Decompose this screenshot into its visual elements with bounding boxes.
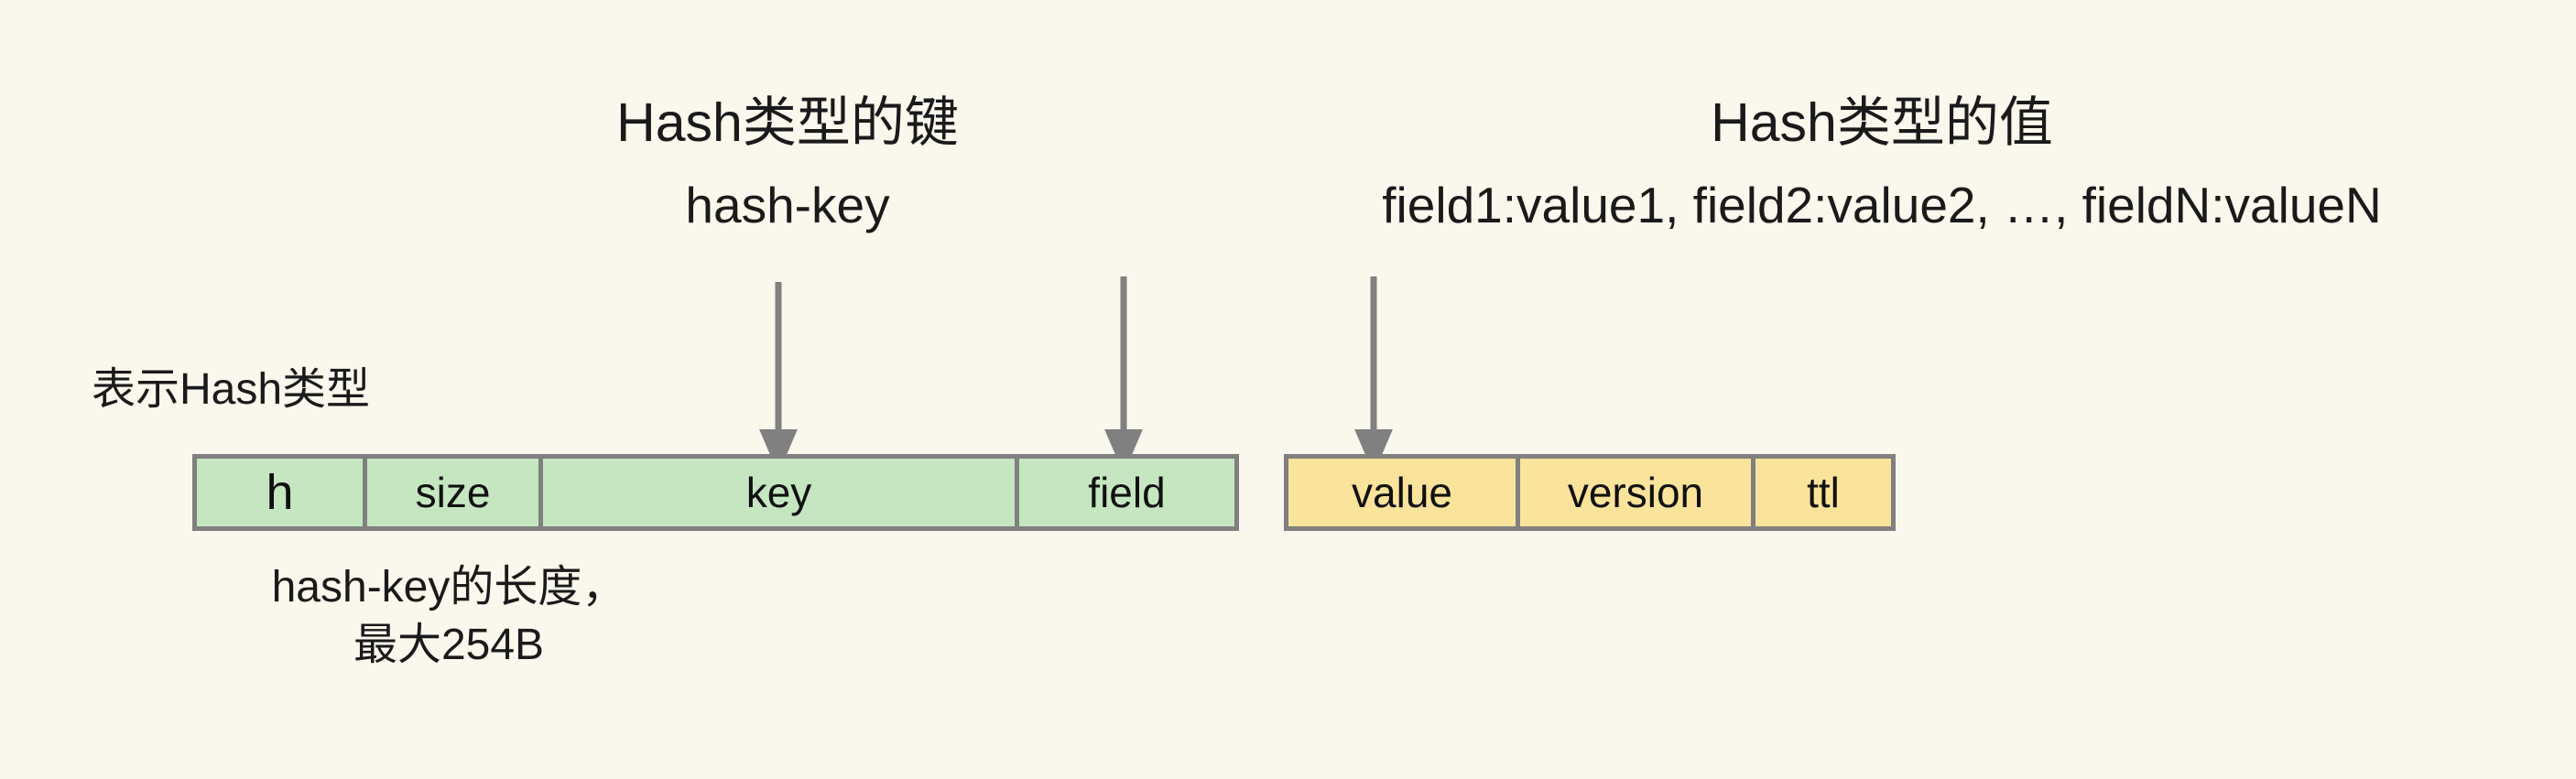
cell-size: size xyxy=(363,454,543,531)
cell-version: version xyxy=(1516,454,1755,531)
hash-value-record: value version ttl xyxy=(1284,454,1896,531)
hash-key-record: h size key field xyxy=(192,454,1239,531)
cell-ttl: ttl xyxy=(1751,454,1896,531)
cell-type-flag: h xyxy=(192,454,367,531)
size-note-line1: hash-key的长度， xyxy=(271,563,626,611)
key-example-label: hash-key xyxy=(685,177,890,233)
type-marker-label: 表示Hash类型 xyxy=(92,365,371,414)
cell-key: key xyxy=(538,454,1019,531)
cell-value: value xyxy=(1284,454,1520,531)
cell-field: field xyxy=(1015,454,1239,531)
value-example-label: field1:value1, field2:value2, …, fieldN:… xyxy=(1382,177,2382,233)
size-note: hash-key的长度， 最大254B xyxy=(211,558,687,675)
value-title-label: Hash类型的值 xyxy=(1711,92,2053,153)
size-note-line2: 最大254B xyxy=(353,621,545,670)
key-title-label: Hash类型的键 xyxy=(616,92,959,153)
